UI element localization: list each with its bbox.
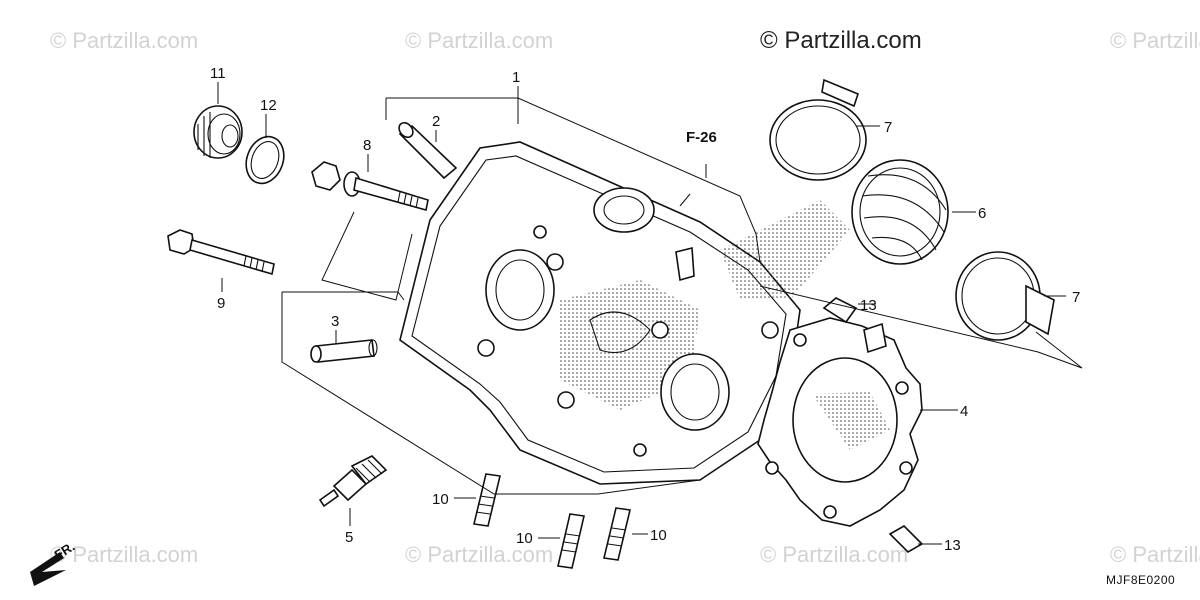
part-10-stud-b[interactable] (557, 513, 585, 569)
callout-13-top: 13 (860, 297, 877, 314)
callout-12: 12 (260, 97, 277, 114)
callout-10b: 10 (516, 530, 533, 547)
callout-7-top: 7 (884, 119, 892, 136)
part-7-clamp-bottom[interactable] (955, 251, 1055, 341)
diagram-code: MJF8E0200 (1106, 573, 1175, 587)
watermark-group: © Partzilla.com © Partzilla.com © Partzi… (50, 27, 1200, 567)
watermark-text: © Partzilla.com (760, 542, 908, 567)
part-12-o-ring[interactable] (240, 131, 290, 188)
callout-2: 2 (432, 113, 440, 130)
part-9-long-bolt[interactable] (167, 229, 275, 276)
watermark-text: © Partzilla.com (50, 28, 198, 53)
watermark-text: © Partzilla.com (1110, 28, 1200, 53)
callout-13-bottom: 13 (944, 537, 961, 554)
part-11-cap[interactable] (193, 105, 243, 159)
callout-3: 3 (331, 313, 339, 330)
callout-10c: 10 (650, 527, 667, 544)
part-13-dowel-top[interactable] (822, 297, 858, 324)
callout-7-bottom: 7 (1072, 289, 1080, 306)
callout-labels: 11 12 2 8 9 3 5 1 10 10 10 7 6 7 4 13 13 (210, 65, 1080, 554)
callout-4: 4 (960, 403, 968, 420)
callout-9: 9 (217, 295, 225, 312)
watermark-text: © Partzilla.com (50, 542, 198, 567)
callout-6: 6 (978, 205, 986, 222)
part-8-bolt[interactable] (311, 161, 429, 212)
callout-10a: 10 (432, 491, 449, 508)
part-7-clamp-top[interactable] (769, 78, 867, 181)
part-1-cylinder-head[interactable] (399, 141, 850, 485)
watermark-text: © Partzilla.com (405, 28, 553, 53)
part-10-stud-a[interactable] (473, 473, 501, 527)
callout-5: 5 (345, 529, 353, 546)
callout-1: 1 (512, 69, 520, 86)
part-3-dowel-pin[interactable] (310, 339, 378, 363)
callout-11: 11 (210, 65, 226, 82)
part-4-head-gasket[interactable] (757, 317, 923, 527)
part-6-insulator[interactable] (851, 159, 949, 265)
part-10-stud-c[interactable] (603, 507, 631, 561)
watermark-text: © Partzilla.com (1110, 542, 1200, 567)
watermark-text: © Partzilla.com (405, 542, 553, 567)
watermark-top-right: © Partzilla.com (760, 27, 922, 54)
part-2-dowel-pin[interactable] (396, 120, 458, 180)
callout-8: 8 (363, 137, 371, 154)
reference-label[interactable]: F-26 (686, 129, 717, 146)
part-5-spark-plug[interactable] (318, 455, 388, 508)
leader-lines (217, 82, 1083, 545)
